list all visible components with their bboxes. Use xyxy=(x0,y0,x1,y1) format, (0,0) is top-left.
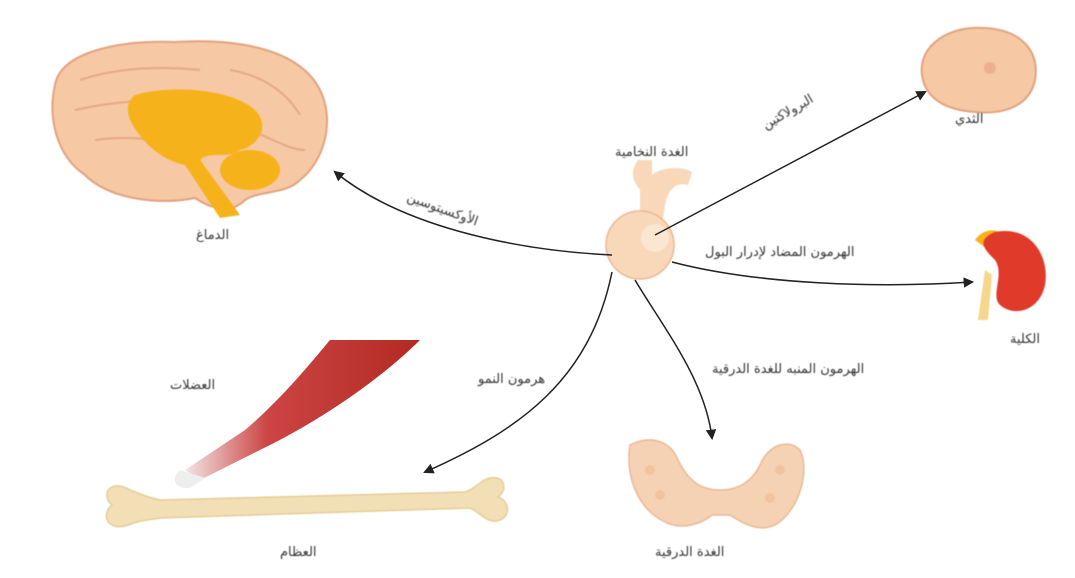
label-bones: العظام xyxy=(280,545,317,560)
arrow-to-kidney xyxy=(672,262,972,285)
muscle-illustration xyxy=(175,340,420,488)
label-breast: الثدي xyxy=(955,112,984,127)
label-growth-hormone: هرمون النمو xyxy=(478,372,545,387)
kidney-illustration xyxy=(975,230,1046,320)
thyroid-illustration xyxy=(629,440,804,528)
label-thyroid-gland: الغدة الدرقية xyxy=(655,545,724,560)
label-antidiuretic-hormone: الهرمون المضاد لإدرار البول xyxy=(705,245,855,260)
label-thyroid-stimulating-hormone: الهرمون المنبه للغدة الدرقية xyxy=(712,362,864,377)
arrow-to-thyroid xyxy=(635,280,712,438)
bone-illustration xyxy=(106,478,507,527)
label-muscles: العضلات xyxy=(170,378,215,393)
pituitary-gland-illustration xyxy=(606,160,692,279)
label-brain: الدماغ xyxy=(196,228,229,243)
brain-illustration xyxy=(53,41,328,218)
label-kidney: الكلية xyxy=(1010,332,1040,347)
label-pituitary-gland: الغدة النخامية xyxy=(615,145,688,160)
breast-illustration xyxy=(922,28,1036,113)
